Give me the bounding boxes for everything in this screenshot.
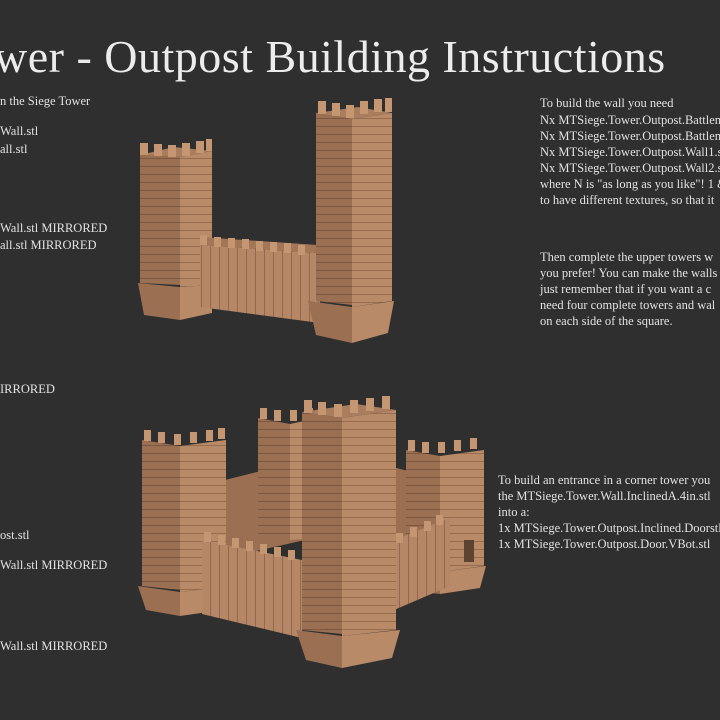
left-line: all.stl MIRRORED: [0, 238, 97, 252]
right-tower: [308, 98, 394, 343]
entrance-line: the MTSiege.Tower.Wall.InclinedA.4in.stl: [498, 489, 711, 503]
left-line: Wall.stl MIRRORED: [0, 558, 108, 572]
wall-line: Nx MTSiege.Tower.Outpost.Wall1.s: [540, 145, 720, 159]
tower-line: on each side of the square.: [540, 314, 673, 328]
entrance-line: into a:: [498, 505, 530, 519]
tower-line: Then complete the upper towers w: [540, 250, 714, 264]
page-title: wer - Outpost Building Instructions: [0, 31, 666, 82]
tower-line: need four complete towers and wal: [540, 298, 716, 312]
wall-line: where N is "as long as you like"! 1 &: [540, 177, 720, 191]
left-line: Wall.stl MIRRORED: [0, 221, 108, 235]
wall-line: Nx MTSiege.Tower.Outpost.Wall2.s: [540, 161, 720, 175]
entrance-line: To build an entrance in a corner tower y…: [498, 473, 711, 487]
outpost-complete-render: [138, 396, 486, 668]
entrance-line: 1x MTSiege.Tower.Outpost.Inclined.Doorst…: [498, 521, 720, 535]
left-line: n the Siege Tower: [0, 94, 91, 108]
wall-line: Nx MTSiege.Tower.Outpost.Battlem: [540, 129, 720, 143]
connecting-wall: [200, 235, 320, 323]
left-line: Wall.stl: [0, 124, 39, 138]
outpost-wall-render: [138, 98, 394, 343]
front-walls: [202, 515, 474, 638]
tower-line: you prefer! You can make the walls: [540, 266, 718, 280]
front-center-tower: [296, 396, 400, 668]
left-line: all.stl: [0, 142, 28, 156]
tower-line: just remember that if you want a c: [540, 282, 712, 296]
left-line: IRRORED: [0, 382, 55, 396]
left-line: Wall.stl MIRRORED: [0, 639, 108, 653]
wall-line: To build the wall you need: [540, 96, 674, 110]
entrance-line: 1x MTSiege.Tower.Outpost.Door.VBot.stl: [498, 537, 711, 551]
left-line: ost.stl: [0, 528, 30, 542]
wall-line: Nx MTSiege.Tower.Outpost.Battlem: [540, 113, 720, 127]
wall-line: to have different textures, so that it: [540, 193, 715, 207]
